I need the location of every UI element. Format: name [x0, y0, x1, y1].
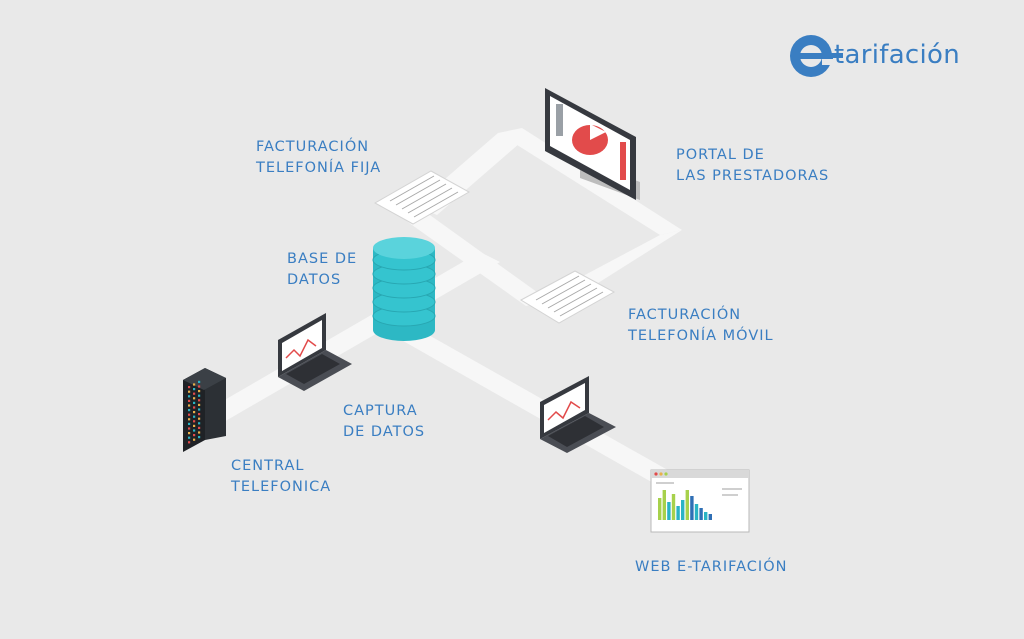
rack-led — [193, 406, 196, 409]
monitor-icon — [545, 88, 640, 200]
logo-e-icon — [790, 35, 843, 77]
label-captura: CAPTURA DE DATOS — [343, 401, 425, 443]
rack-led — [193, 411, 196, 414]
rack-led — [193, 392, 196, 395]
rack-led — [198, 394, 201, 397]
rack-led — [188, 422, 191, 425]
browser-chart-bar — [694, 504, 699, 520]
label-line: FACTURACIÓN — [628, 307, 742, 323]
label-portal: PORTAL DE LAS PRESTADORAS — [676, 145, 829, 187]
path-doc-to-mobile — [405, 213, 548, 306]
label-line: DATOS — [287, 272, 342, 288]
rack-led — [188, 409, 191, 412]
rack-led — [193, 401, 196, 404]
label-line: CENTRAL — [231, 458, 305, 474]
rack-led — [188, 418, 191, 421]
rack-led — [188, 436, 191, 439]
rack-led — [188, 395, 191, 398]
rack-led — [198, 399, 201, 402]
laptop-icon — [278, 313, 352, 391]
rack-led — [188, 390, 191, 393]
label-line: CAPTURA — [343, 403, 418, 419]
rack-led — [198, 408, 201, 411]
label-line: TELEFONICA — [231, 479, 332, 495]
rack-led — [193, 415, 196, 418]
label-line: TELEFONÍA MÓVIL — [628, 328, 774, 344]
logo-text: tarifación — [834, 40, 961, 70]
rack-led — [188, 432, 191, 435]
rack-led — [198, 403, 201, 406]
label-base-datos: BASE DE DATOS — [287, 249, 357, 291]
rack-led — [193, 424, 196, 427]
label-line: BASE DE — [287, 251, 358, 267]
label-web: WEB E-TARIFACIÓN — [635, 557, 787, 578]
browser-chart-bar — [671, 494, 676, 520]
browser-chart-bar — [708, 514, 712, 520]
laptop-icon — [540, 376, 616, 453]
rack-led — [188, 404, 191, 407]
rack-led — [198, 413, 201, 416]
browser-chart-bar — [667, 502, 671, 520]
rack-led — [198, 436, 201, 439]
browser-chart-bar — [699, 508, 703, 520]
label-line: PORTAL DE — [676, 147, 765, 163]
rack-led — [198, 390, 201, 393]
rack-led — [198, 431, 201, 434]
browser-chart-bar — [681, 500, 685, 520]
browser-chart-bar — [658, 498, 662, 520]
brand-logo: tarifación — [788, 33, 978, 83]
rack-led — [188, 386, 191, 389]
rack-led — [198, 385, 201, 388]
label-line: LAS PRESTADORAS — [676, 168, 830, 184]
document-icon — [519, 270, 616, 324]
browser-chart-bar — [662, 490, 666, 520]
rack-led — [198, 417, 201, 420]
label-line: DE DATOS — [343, 424, 426, 440]
label-central: CENTRAL TELEFONICA — [231, 456, 331, 498]
browser-chart-bar — [676, 506, 680, 520]
rack-led — [188, 399, 191, 402]
label-line: FACTURACIÓN — [256, 139, 370, 155]
rack-led — [198, 422, 201, 425]
server-rack-icon — [183, 368, 226, 452]
rack-led — [188, 427, 191, 430]
label-facturacion-movil: FACTURACIÓN TELEFONÍA MÓVIL — [628, 305, 774, 347]
rack-led — [193, 388, 196, 391]
rack-led — [193, 383, 196, 386]
label-line: TELEFONÍA FIJA — [256, 160, 382, 176]
document-icon — [373, 170, 471, 225]
rack-led — [188, 441, 191, 444]
rack-led — [193, 429, 196, 432]
browser-window-icon — [650, 469, 750, 533]
rack-led — [188, 413, 191, 416]
rack-led — [193, 420, 196, 423]
rack-led — [198, 380, 201, 383]
database-icon — [372, 237, 436, 341]
browser-chart-bar — [685, 490, 689, 520]
browser-chart-bar — [704, 512, 708, 520]
rack-led — [193, 438, 196, 441]
rack-led — [198, 426, 201, 429]
label-line: WEB E-TARIFACIÓN — [635, 559, 788, 575]
browser-chart-bar — [690, 496, 694, 520]
label-facturacion-fija: FACTURACIÓN TELEFONÍA FIJA — [256, 137, 381, 179]
rack-led — [193, 434, 196, 437]
rack-led — [193, 397, 196, 400]
